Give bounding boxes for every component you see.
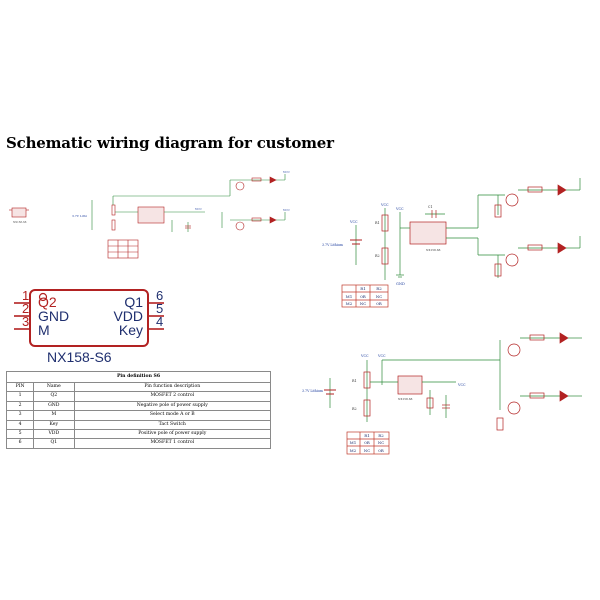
gnd-label: GND xyxy=(396,282,405,286)
table-row: 2 GND Negative pole of power supply xyxy=(5,400,272,412)
mode-table-cell: NC xyxy=(378,440,385,445)
table-cell: Select mode A or B xyxy=(73,410,272,421)
table-cell: Positive pole of power supply xyxy=(73,429,272,440)
mode-table-cell: 0R xyxy=(364,440,371,445)
pin-num-2: 2 xyxy=(22,301,29,316)
table-cell: 1 xyxy=(5,391,35,402)
table-cell: 2 xyxy=(5,400,35,412)
vcc-label: VCC xyxy=(349,220,358,224)
table-cell: MOSFET 1 control xyxy=(73,438,272,449)
vcc-label: VCC xyxy=(395,207,404,211)
chip-name: NX158-S6 xyxy=(47,349,112,365)
table-cell: Tact Switch xyxy=(73,419,272,431)
table-header: Pin function description xyxy=(73,381,272,393)
vcc-label: VCC xyxy=(380,203,389,207)
vcc-label: VCC xyxy=(360,354,369,358)
mode-table-cell: NC xyxy=(360,301,367,306)
pin-num-5: 5 xyxy=(156,301,163,316)
mode-table-cell: M2 xyxy=(346,301,353,306)
pin-label-key: Key xyxy=(119,322,143,338)
pin-label-q2: Q2 xyxy=(38,294,57,310)
pin-num-1: 1 xyxy=(22,288,29,303)
pin-label-m: M xyxy=(38,322,50,338)
cap-label: C1 xyxy=(428,205,432,209)
pin-label-q1: Q1 xyxy=(124,294,143,310)
pin-label-gnd: GND xyxy=(38,308,69,324)
svg-text:VCC: VCC xyxy=(194,207,202,211)
mode-table-header: R2 xyxy=(378,433,384,438)
mode-table-cell: 0R xyxy=(378,448,385,453)
mode-table-cell: M2 xyxy=(350,448,357,453)
pin-num-3: 3 xyxy=(22,314,29,329)
table-cell: VDD xyxy=(33,429,75,440)
mode-table-header: R1 xyxy=(360,286,366,291)
table-row: 1 Q2 MOSFET 2 control xyxy=(5,391,272,402)
svg-text:3.7V Lithi: 3.7V Lithi xyxy=(72,214,87,218)
table-cell: Q1 xyxy=(33,438,75,449)
resistor-label: R2 xyxy=(352,407,357,411)
battery-label: 3.7V Lithium xyxy=(302,389,323,393)
resistor-label: R1 xyxy=(352,379,357,383)
table-cell: Negative pole of power supply xyxy=(73,400,272,412)
table-cell: 3 xyxy=(5,410,35,421)
table-cell: M xyxy=(33,410,75,421)
table-cell: 5 xyxy=(5,429,35,440)
table-cell: GND xyxy=(33,400,75,412)
table-row: 5 VDD Positive pole of power supply xyxy=(5,429,272,440)
resistor-label: R1 xyxy=(375,221,380,225)
table-cell: MOSFET 2 control xyxy=(73,391,272,402)
pin-definition-table: Pin definition S6 PIN Name Pin function … xyxy=(5,371,272,449)
page-title: Schematic wiring diagram for customer xyxy=(6,134,334,152)
resistor-label: R2 xyxy=(375,254,380,258)
table-header: Name xyxy=(33,381,75,393)
table-row: 4 Key Tact Switch xyxy=(5,419,272,431)
ic-label: NX158-S6 xyxy=(398,397,413,401)
chip-symbol xyxy=(14,289,164,347)
pin-num-6: 6 xyxy=(156,288,163,303)
mode-table-cell: M1 xyxy=(350,440,357,445)
vcc-net-label: VCC xyxy=(457,383,466,387)
right-bottom-schematic xyxy=(324,332,582,455)
pin-label-vdd: VDD xyxy=(113,308,143,324)
table-caption: Pin definition S6 xyxy=(6,371,271,383)
mode-table-cell: NC xyxy=(376,294,383,299)
table-cell: 6 xyxy=(5,438,35,449)
right-top-schematic xyxy=(341,178,581,308)
table-cell: Q2 xyxy=(33,391,75,402)
battery-label: 3.7V Lithium xyxy=(322,243,343,247)
mode-table-header: R2 xyxy=(376,286,382,291)
pin-num-4: 4 xyxy=(156,314,163,329)
svg-text:VCC: VCC xyxy=(282,208,290,212)
table-header: PIN xyxy=(5,381,35,393)
vcc-label: VCC xyxy=(377,354,386,358)
mode-table-cell: NC xyxy=(364,448,371,453)
table-row: 6 Q1 MOSFET 1 control xyxy=(5,438,272,449)
table-cell: 4 xyxy=(5,419,35,431)
mode-table-cell: 0R xyxy=(360,294,367,299)
mode-table-cell: M1 xyxy=(346,294,353,299)
svg-text:VCC: VCC xyxy=(282,170,290,174)
svg-text:NX158-S6: NX158-S6 xyxy=(13,220,27,224)
ic-label: NX158-S6 xyxy=(426,248,441,252)
mode-table-cell: 0R xyxy=(376,301,383,306)
table-cell: Key xyxy=(33,419,75,431)
table-row: 3 M Select mode A or B xyxy=(5,410,272,421)
top-left-schematic: NX158-S6 3.7V Lithi VCC VCC VCC xyxy=(9,170,290,259)
mode-table-header: R1 xyxy=(364,433,370,438)
